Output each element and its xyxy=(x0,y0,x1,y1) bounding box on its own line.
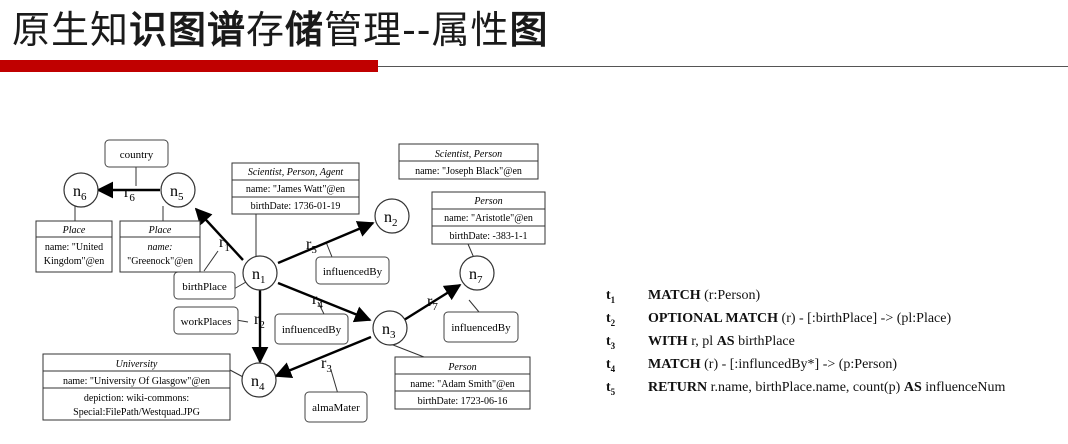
rel-type-influencedby: influencedBy xyxy=(274,313,349,345)
svg-text:influencedBy: influencedBy xyxy=(323,266,383,278)
node-n7: n7 xyxy=(459,255,495,291)
node-n3: n3 xyxy=(372,310,408,346)
svg-text:n7: n7 xyxy=(469,266,483,286)
rel-type-workplaces: workPlaces xyxy=(173,306,239,335)
svg-text:name:: name: xyxy=(148,242,173,253)
rel-type-influencedby: influencedBy xyxy=(315,256,390,285)
svg-text:Kingdom"@en: Kingdom"@en xyxy=(44,256,105,267)
rel-label-r3: r3 xyxy=(321,355,332,375)
rel-label-r6: r6 xyxy=(124,184,135,204)
title-part: 存 xyxy=(246,8,286,52)
svg-text:birthPlace: birthPlace xyxy=(182,281,227,293)
svg-text:workPlaces: workPlaces xyxy=(181,316,232,328)
node-n6: n6 xyxy=(63,172,99,208)
svg-text:almaMater: almaMater xyxy=(312,402,360,414)
rel-label-r1: r1 xyxy=(219,234,230,254)
svg-text:birthDate: -383-1-1: birthDate: -383-1-1 xyxy=(449,231,527,242)
svg-text:Scientist, Person: Scientist, Person xyxy=(435,149,502,160)
svg-text:n6: n6 xyxy=(73,183,87,203)
svg-text:name: "James Watt"@en: name: "James Watt"@en xyxy=(246,184,345,195)
property-box-n4: University name: "University Of Glasgow"… xyxy=(42,353,231,421)
svg-text:University: University xyxy=(116,359,158,370)
svg-text:n1: n1 xyxy=(252,266,266,286)
svg-text:name: "University Of Glasgow"@: name: "University Of Glasgow"@en xyxy=(63,376,210,387)
title-part: 图 xyxy=(509,8,549,52)
svg-text:name: "Adam Smith"@en: name: "Adam Smith"@en xyxy=(410,379,515,390)
query-line: t5 RETURN r.name, birthPlace.name, count… xyxy=(606,380,1006,397)
rel-type-influencedby: influencedBy xyxy=(443,311,519,343)
svg-text:name: "United: name: "United xyxy=(45,242,103,253)
cypher-query: t1 MATCH (r:Person) t2 OPTIONAL MATCH (r… xyxy=(606,288,1005,403)
node-n2: n2 xyxy=(374,198,410,234)
title-part: 原生知 xyxy=(12,8,130,52)
title-part: 储 xyxy=(285,8,325,52)
query-line: t1 MATCH (r:Person) xyxy=(606,288,761,305)
svg-text:Place: Place xyxy=(62,225,86,236)
rel-label-r4: r4 xyxy=(312,291,323,311)
svg-text:birthDate: 1723-06-16: birthDate: 1723-06-16 xyxy=(418,396,508,407)
svg-text:name: "Aristotle"@en: name: "Aristotle"@en xyxy=(444,213,533,224)
svg-text:influencedBy: influencedBy xyxy=(282,324,342,336)
query-line: t4 MATCH (r) - [:influncedBy*] -> (p:Per… xyxy=(606,357,898,374)
query-line: t3 WITH r, pl AS birthPlace xyxy=(606,334,795,351)
node-n1: n1 xyxy=(242,255,278,291)
rel-type-birthplace: birthPlace xyxy=(173,271,236,300)
title-part: 识图谱 xyxy=(129,8,247,52)
query-line: t2 OPTIONAL MATCH (r) - [:birthPlace] ->… xyxy=(606,311,952,328)
svg-text:name: "Joseph Black"@en: name: "Joseph Black"@en xyxy=(415,166,522,177)
svg-text:n4: n4 xyxy=(251,373,265,393)
svg-text:n3: n3 xyxy=(382,321,396,341)
rel-label-r2: r2 xyxy=(254,311,265,331)
rel-type-almamater: almaMater xyxy=(304,391,368,423)
svg-text:Person: Person xyxy=(473,196,502,207)
node-n4: n4 xyxy=(241,362,277,398)
svg-text:Person: Person xyxy=(447,362,476,373)
svg-text:Place: Place xyxy=(148,225,172,236)
property-box-n5: Place name: "Greenock"@en xyxy=(119,220,201,273)
svg-text:Scientist, Person, Agent: Scientist, Person, Agent xyxy=(248,167,344,178)
svg-text:influencedBy: influencedBy xyxy=(451,322,511,334)
svg-text:country: country xyxy=(120,149,154,161)
property-box-n1: Scientist, Person, Agent name: "James Wa… xyxy=(231,162,360,215)
property-box-n2: Scientist, Person name: "Joseph Black"@e… xyxy=(398,143,539,180)
page-title: 原生知识图谱存储管理--属性图 xyxy=(12,4,549,56)
svg-text:n5: n5 xyxy=(170,183,184,203)
svg-text:Special:FilePath/Westquad.JPG: Special:FilePath/Westquad.JPG xyxy=(73,407,200,418)
title-accent-bar xyxy=(0,60,378,72)
rel-label-r5: r5 xyxy=(306,236,317,256)
property-box-n7: Person name: "Aristotle"@en birthDate: -… xyxy=(431,191,546,245)
svg-text:birthDate: 1736-01-19: birthDate: 1736-01-19 xyxy=(251,201,341,212)
node-n5: n5 xyxy=(160,172,196,208)
title-part: 管理--属性 xyxy=(324,8,510,52)
svg-text:depiction: wiki-commons:: depiction: wiki-commons: xyxy=(84,393,189,404)
title-rule xyxy=(378,66,1068,67)
svg-text:n2: n2 xyxy=(384,209,398,229)
property-box-n6: Place name: "United Kingdom"@en xyxy=(35,220,113,273)
rel-type-country: country xyxy=(104,139,169,168)
svg-text:"Greenock"@en: "Greenock"@en xyxy=(127,256,193,267)
rel-label-r7: r7 xyxy=(427,293,438,313)
property-box-n3: Person name: "Adam Smith"@en birthDate: … xyxy=(394,356,531,410)
